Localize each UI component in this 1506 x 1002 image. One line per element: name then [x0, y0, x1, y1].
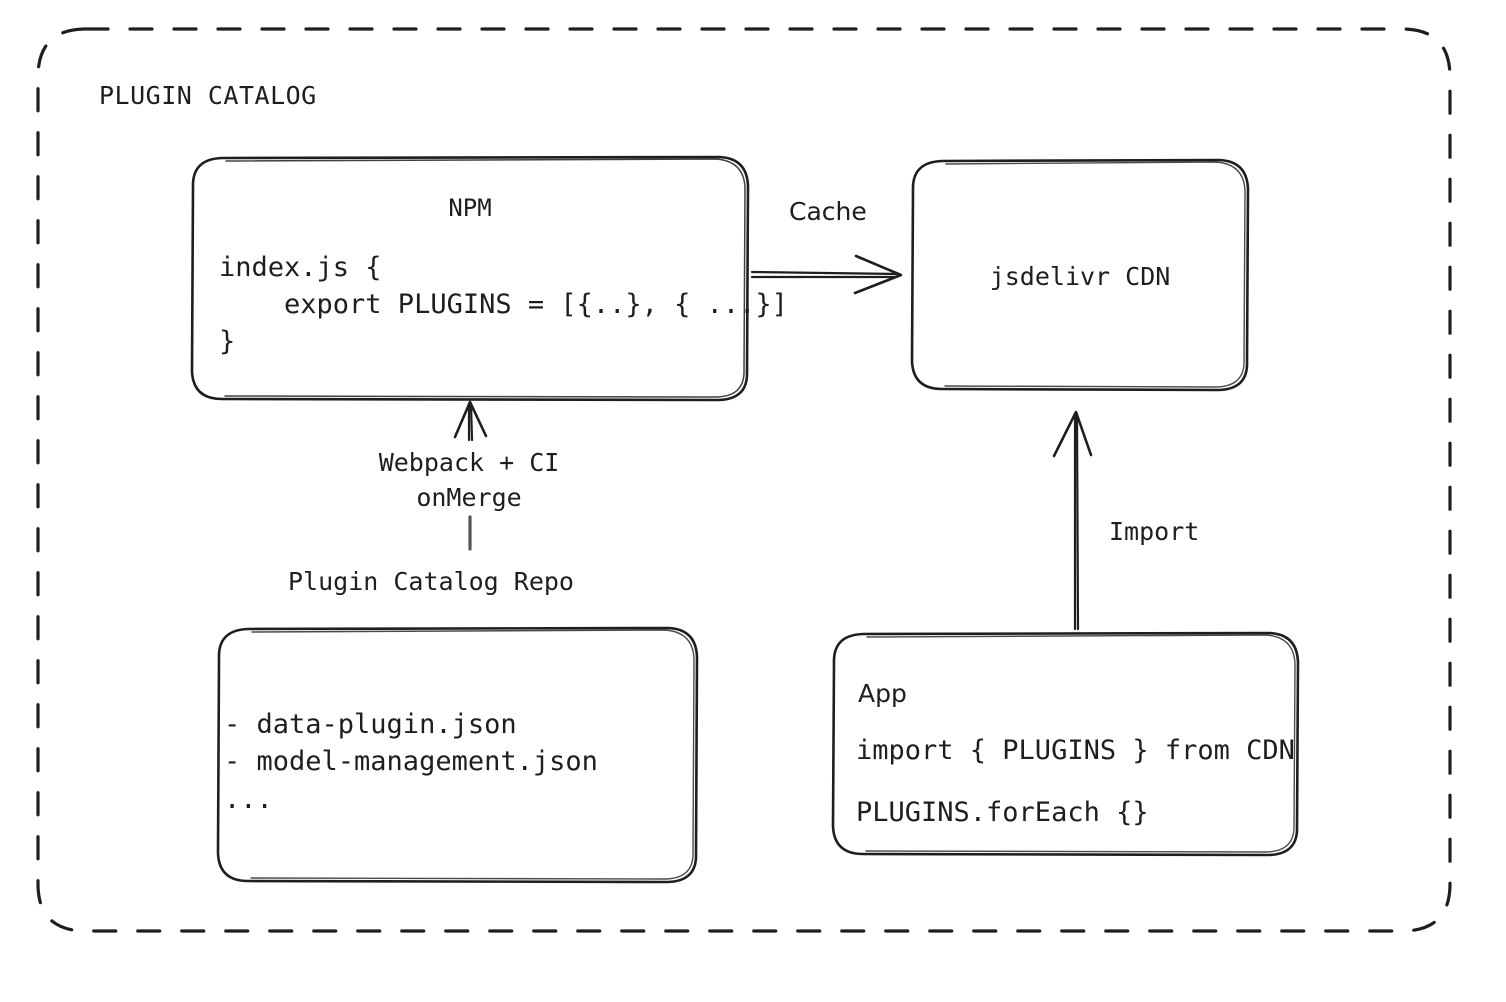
- cache-arrow-label: Cache: [789, 197, 867, 226]
- app-box-code-line-2: PLUGINS.forEach {}: [856, 797, 1149, 828]
- npm-box-code: index.js { export PLUGINS = [{..}, { ...…: [219, 252, 788, 357]
- import-arrow: [1052, 410, 1093, 631]
- webpack-ci-arrow-label: Webpack + CI onMerge: [309, 446, 629, 515]
- webpack-ci-line1: Webpack + CI: [378, 448, 560, 477]
- cdn-box-title: jsdelivr CDN: [989, 262, 1171, 291]
- container-title: PLUGIN CATALOG: [99, 81, 317, 110]
- app-box-title: App: [858, 679, 907, 708]
- repo-box-caption: Plugin Catalog Repo: [288, 567, 574, 596]
- npm-box-title: NPM: [448, 194, 492, 222]
- repo-box-file-list: - data-plugin.json - model-management.js…: [224, 709, 598, 815]
- app-box-code-line-1: import { PLUGINS } from CDN: [856, 735, 1295, 766]
- webpack-ci-line2: onMerge: [416, 482, 522, 512]
- import-arrow-label: Import: [1109, 517, 1200, 546]
